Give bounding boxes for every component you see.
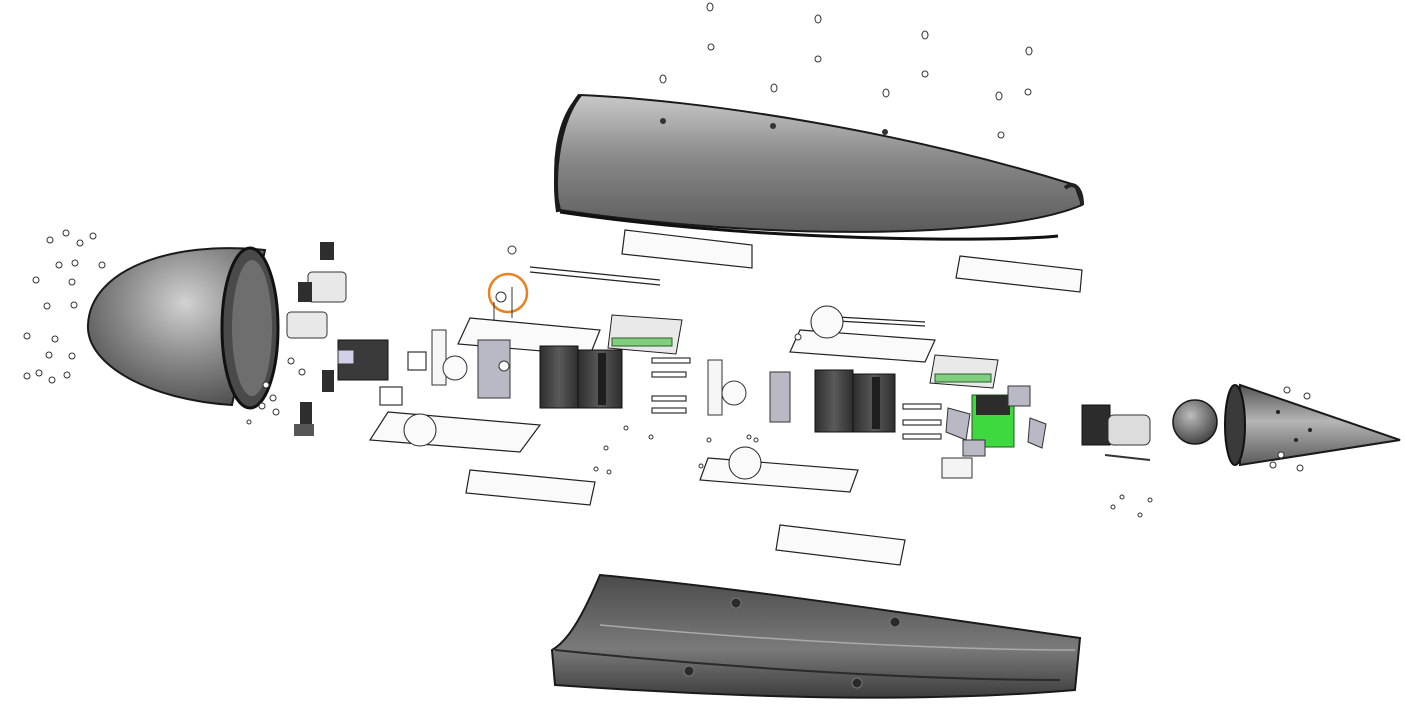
camera-gimbal [286,242,389,436]
screw-shafts [379,351,942,440]
pump-motor [1081,404,1151,461]
mounting-plate-2 [699,255,1083,566]
mounting-plate-1 [368,229,753,506]
stepper-motor-2 [814,369,896,433]
fastener-bolts [23,2,1311,518]
battery-pack [941,385,1047,479]
stepper-motor-1 [539,345,623,409]
controller-board-2 [929,354,999,389]
nose-dome [86,246,280,410]
lower-hull-shell [550,573,1082,699]
tail-cone [1224,383,1401,467]
float-ball [1172,399,1218,445]
highlighted-part [487,272,529,320]
upper-hull-shell [554,93,1084,241]
controller-board-1 [607,314,683,355]
